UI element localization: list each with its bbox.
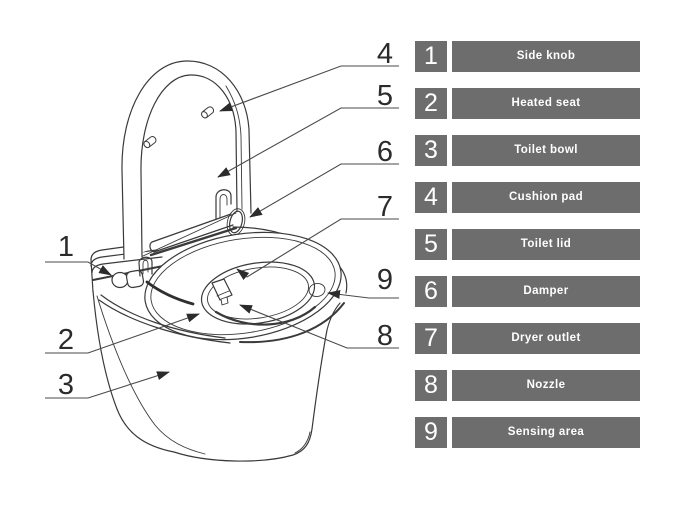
body-right-top-edge bbox=[326, 302, 341, 331]
hinge-assembly bbox=[138, 189, 246, 277]
callout-number-5: 5 bbox=[376, 80, 394, 112]
legend-row-toilet-bowl: 3 Toilet bowl bbox=[415, 135, 640, 166]
side-knob-plate bbox=[125, 269, 145, 289]
legend-row-damper: 6 Damper bbox=[415, 276, 640, 307]
leader-3 bbox=[45, 371, 170, 399]
leader-4 bbox=[219, 65, 399, 112]
legend-label: Side knob bbox=[452, 41, 640, 72]
leader-6 bbox=[249, 163, 399, 218]
body-bottom-edge-line bbox=[294, 431, 311, 454]
callout-number-9: 9 bbox=[376, 264, 394, 296]
legend-number: 7 bbox=[415, 323, 447, 354]
legend-number: 1 bbox=[415, 41, 447, 72]
leader-9 bbox=[327, 289, 399, 299]
legend-label: Toilet bowl bbox=[452, 135, 640, 166]
side-control-module bbox=[90, 242, 169, 293]
callout-number-4: 4 bbox=[376, 38, 394, 70]
legend-number: 8 bbox=[415, 370, 447, 401]
leader-8 bbox=[239, 304, 399, 349]
callout-number-1: 1 bbox=[57, 231, 75, 263]
leader-7 bbox=[236, 218, 399, 281]
legend-label: Toilet lid bbox=[452, 229, 640, 260]
sensing-area bbox=[308, 283, 326, 297]
leader-1 bbox=[45, 261, 112, 276]
callout-number-3: 3 bbox=[57, 369, 75, 401]
legend-number: 4 bbox=[415, 182, 447, 213]
damper-collar bbox=[228, 210, 244, 234]
legend-number: 5 bbox=[415, 229, 447, 260]
cushion-pad-lower bbox=[143, 136, 157, 149]
legend-row-sensing-area: 9 Sensing area bbox=[415, 417, 640, 448]
legend-row-heated-seat: 2 Heated seat bbox=[415, 88, 640, 119]
leader-5 bbox=[217, 107, 399, 178]
toilet-lid bbox=[121, 60, 252, 260]
nozzle bbox=[211, 278, 233, 306]
legend-label: Dryer outlet bbox=[452, 323, 640, 354]
seat-seam bbox=[98, 280, 345, 344]
cushion-pad-upper bbox=[201, 106, 215, 119]
leader-2 bbox=[45, 313, 200, 354]
damper bbox=[215, 189, 232, 220]
callout-number-6: 6 bbox=[376, 136, 394, 168]
legend-row-cushion-pad: 4 Cushion pad bbox=[415, 182, 640, 213]
legend-row-side-knob: 1 Side knob bbox=[415, 41, 640, 72]
legend-number: 3 bbox=[415, 135, 447, 166]
legend-number: 9 bbox=[415, 417, 447, 448]
legend-label: Cushion pad bbox=[452, 182, 640, 213]
toilet-bowl-opening bbox=[200, 261, 317, 326]
side-knob bbox=[111, 271, 129, 289]
legend-number: 6 bbox=[415, 276, 447, 307]
legend-label: Sensing area bbox=[452, 417, 640, 448]
legend-label: Heated seat bbox=[452, 88, 640, 119]
callout-number-8: 8 bbox=[376, 320, 394, 352]
lid-bottom-edge bbox=[142, 212, 237, 257]
legend-row-dryer-outlet: 7 Dryer outlet bbox=[415, 323, 640, 354]
legend-number: 2 bbox=[415, 88, 447, 119]
callout-number-2: 2 bbox=[57, 324, 75, 356]
callout-leader-lines bbox=[45, 65, 399, 399]
legend: 1 Side knob 2 Heated seat 3 Toilet bowl … bbox=[415, 41, 640, 464]
lid-left-hook bbox=[138, 256, 153, 277]
legend-label: Damper bbox=[452, 276, 640, 307]
legend-row-toilet-lid: 5 Toilet lid bbox=[415, 229, 640, 260]
body-contour-line bbox=[96, 295, 206, 455]
callout-number-7: 7 bbox=[376, 191, 394, 223]
legend-label: Nozzle bbox=[452, 370, 640, 401]
legend-row-nozzle: 8 Nozzle bbox=[415, 370, 640, 401]
